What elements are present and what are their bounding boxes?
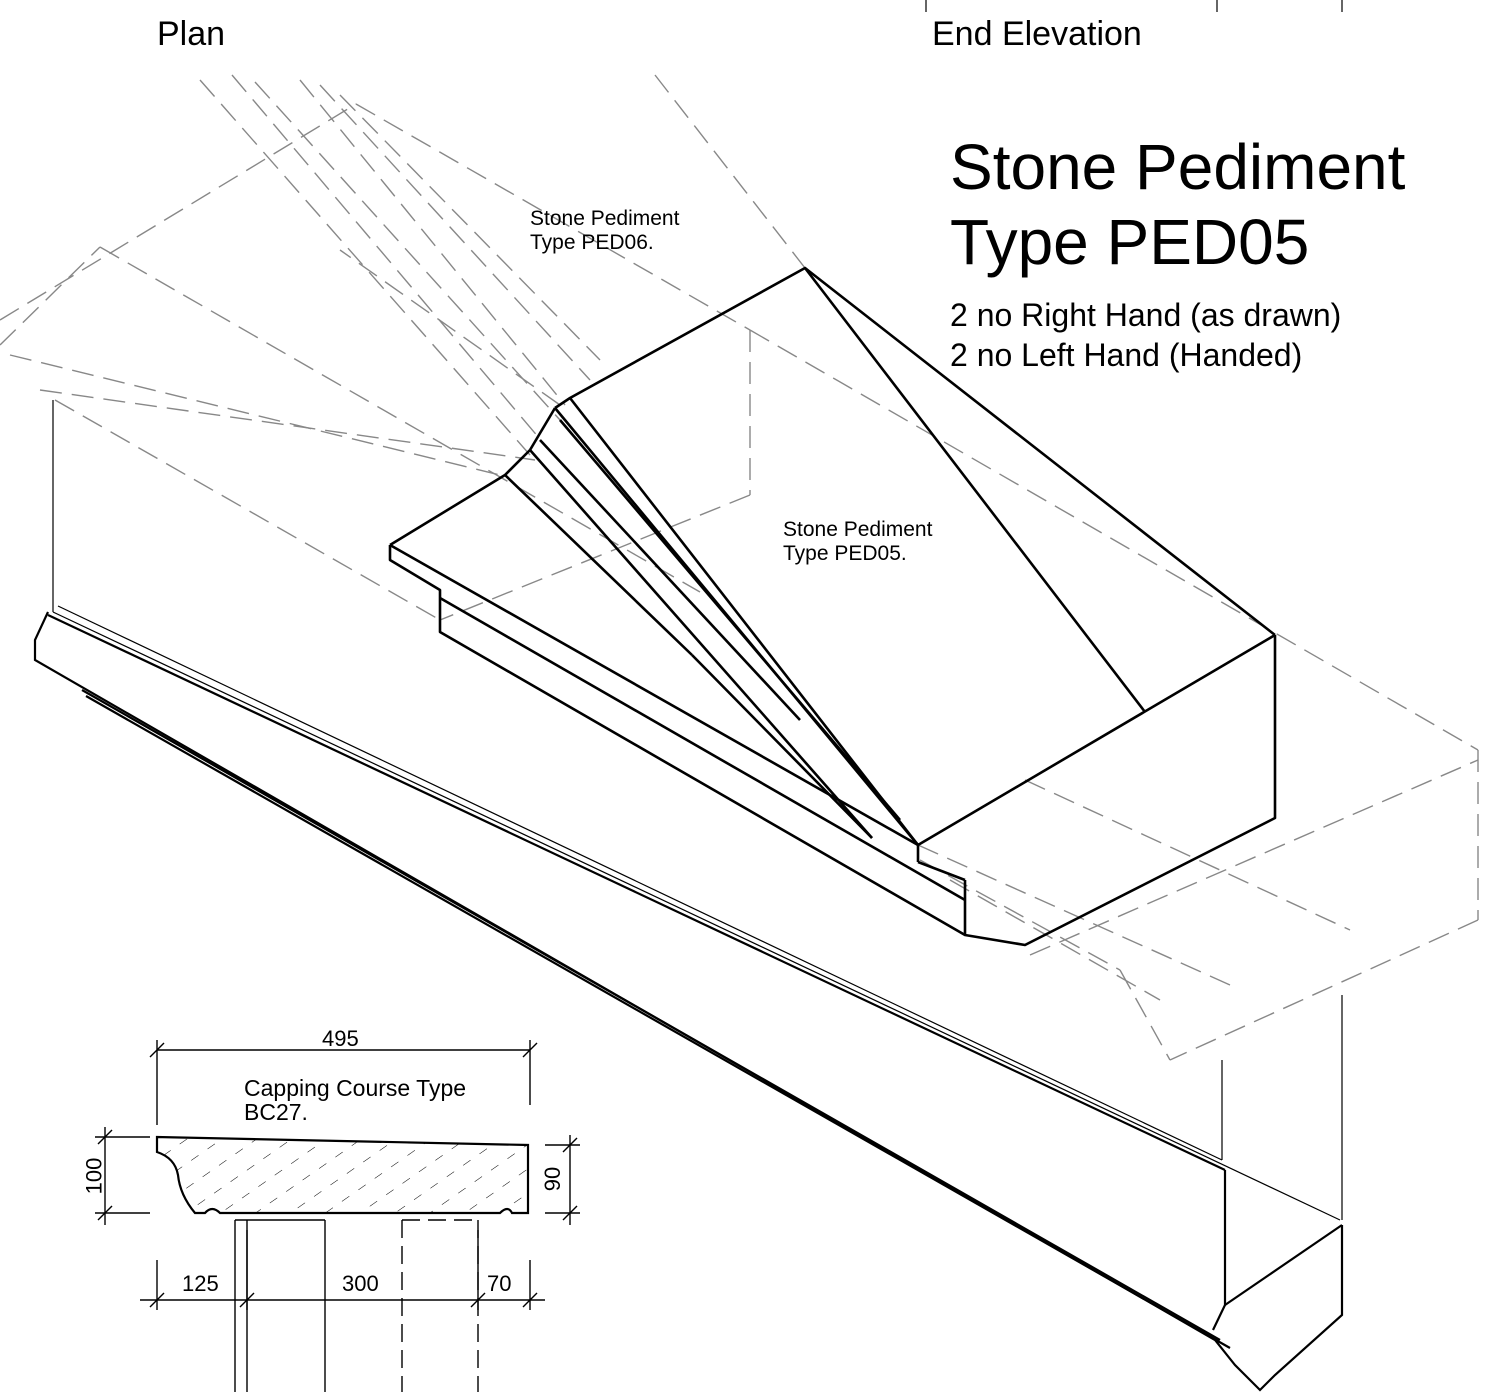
dim-overhang-front: 125 — [182, 1271, 219, 1296]
wall-body — [52, 400, 1343, 1221]
end-elevation-view-label: End Elevation — [932, 15, 1142, 53]
dim-left-height: 100 — [81, 1157, 107, 1195]
section-label-line2: BC27. — [244, 1099, 308, 1125]
drawing-title-line1: Stone Pediment — [950, 131, 1406, 203]
ghost-geometry — [0, 74, 1479, 1061]
string-course — [33, 611, 1344, 1392]
section-detail — [95, 1040, 580, 1392]
dim-overhang-back: 70 — [487, 1271, 512, 1296]
callout-ped05-line1: Stone Pediment — [783, 518, 933, 541]
drawing-title-line2: Type PED05 — [950, 206, 1310, 278]
note-left-hand: 2 no Left Hand (Handed) — [950, 337, 1303, 373]
coping-section — [155, 1135, 530, 1215]
callout-ped06-line2: Type PED06. — [530, 231, 654, 254]
callout-ped05-line2: Type PED05. — [783, 542, 907, 565]
dim-overall-width: 495 — [322, 1026, 359, 1051]
dim-wall: 300 — [342, 1271, 379, 1296]
note-right-hand: 2 no Right Hand (as drawn) — [950, 297, 1342, 333]
pediment-ped05 — [388, 266, 1277, 947]
dim-right-height: 90 — [540, 1166, 566, 1192]
plan-view-label: Plan — [157, 15, 226, 53]
callout-ped06-line1: Stone Pediment — [530, 207, 680, 230]
section-label-line1: Capping Course Type — [244, 1075, 467, 1101]
frame-ticks — [925, 0, 1343, 12]
